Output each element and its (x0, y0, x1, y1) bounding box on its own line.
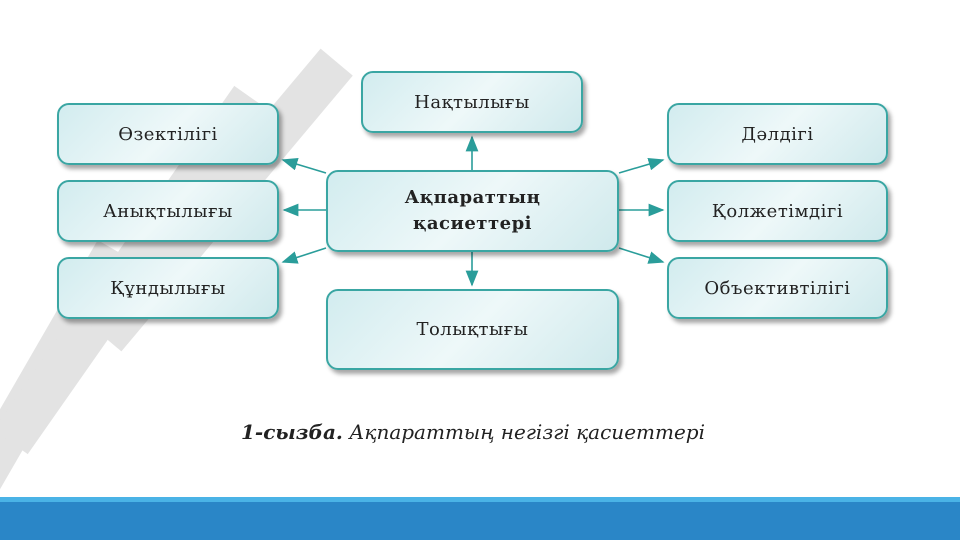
caption-label: 1-сызба. (240, 420, 343, 444)
box-bottom: Толықтығы (326, 289, 619, 370)
arrow-right-1 (618, 157, 665, 174)
box-left-2: Анықтылығы (57, 180, 279, 242)
center-line-1: Ақпараттың (404, 187, 541, 208)
footer-bar (0, 497, 960, 540)
box-left-1: Өзектілігі (57, 103, 279, 165)
box-center: Ақпараттың қасиеттері (326, 170, 619, 252)
box-label: Қолжетімдігі (711, 200, 844, 222)
box-right-3: Объективтілігі (667, 257, 888, 319)
arrow-left-1 (281, 158, 327, 174)
box-right-1: Дәлдігі (667, 103, 888, 165)
arrow-right-3 (618, 247, 665, 264)
box-label: Өзектілігі (118, 123, 218, 145)
box-label: Анықтылығы (103, 200, 233, 222)
caption-text: Ақпараттың негізгі қасиеттері (342, 420, 705, 444)
box-right-2: Қолжетімдігі (667, 180, 888, 242)
arrow-left-3 (281, 247, 327, 264)
box-left-3: Құндылығы (57, 257, 279, 319)
box-label: Толықтығы (416, 319, 529, 340)
box-label: Дәлдігі (741, 123, 814, 145)
figure-caption: 1-сызба. Ақпараттың негізгі қасиеттері (0, 420, 946, 444)
box-top: Нақтылығы (361, 71, 583, 133)
box-label: Нақтылығы (414, 91, 530, 113)
box-label: Құндылығы (110, 277, 226, 299)
center-line-2: қасиеттері (412, 213, 532, 234)
box-label: Объективтілігі (704, 277, 851, 299)
